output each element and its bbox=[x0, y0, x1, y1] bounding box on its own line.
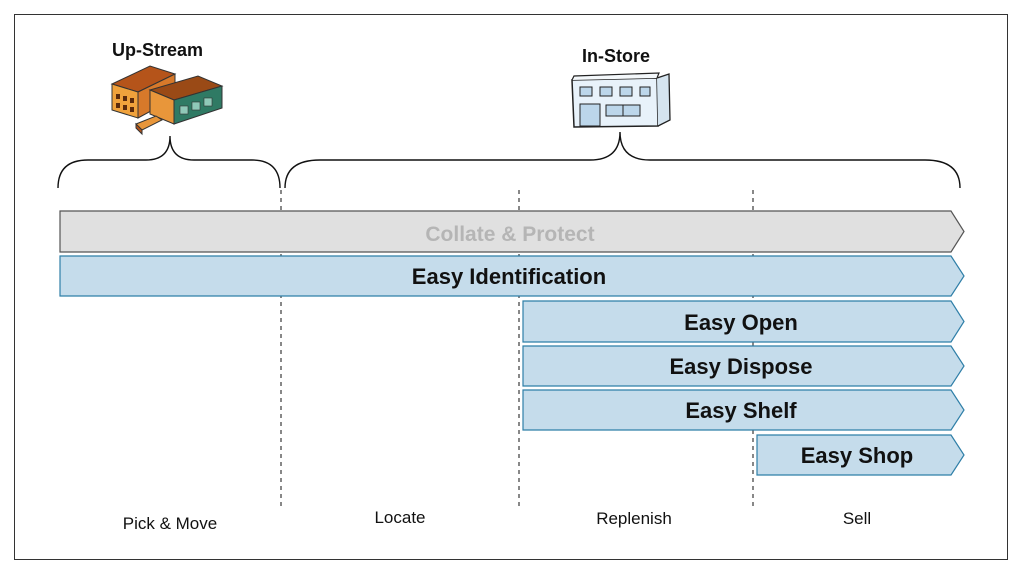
arrow-collate-protect: Collate & Protect bbox=[59, 210, 965, 253]
instore-label: In-Store bbox=[582, 46, 651, 66]
diagram-frame bbox=[14, 14, 1008, 560]
arrow-label: Easy Open bbox=[684, 310, 798, 335]
store-icon bbox=[571, 72, 671, 128]
phase-label-replenish: Replenish bbox=[596, 509, 672, 528]
arrow-label: Easy Dispose bbox=[669, 354, 812, 379]
arrow-easy-open: Easy Open bbox=[522, 300, 965, 343]
arrow-label: Collate & Protect bbox=[425, 223, 594, 246]
arrow-easy-shop: Easy Shop bbox=[756, 434, 965, 476]
warehouse-icon bbox=[110, 65, 224, 136]
arrow-easy-identification: Easy Identification bbox=[59, 255, 965, 297]
upstream-label: Up-Stream bbox=[112, 40, 204, 60]
phase-label-sell: Sell bbox=[843, 509, 871, 528]
instore-brace bbox=[284, 131, 961, 189]
arrow-label: Easy Shop bbox=[801, 443, 913, 468]
arrow-label: Easy Identification bbox=[412, 264, 606, 289]
arrow-easy-shelf: Easy Shelf bbox=[522, 389, 965, 431]
phase-label-pick-move: Pick & Move bbox=[123, 514, 217, 533]
upstream-brace bbox=[57, 135, 281, 189]
arrow-label: Easy Shelf bbox=[685, 398, 797, 423]
arrow-easy-dispose: Easy Dispose bbox=[522, 345, 965, 387]
phase-label-locate: Locate bbox=[374, 508, 425, 527]
